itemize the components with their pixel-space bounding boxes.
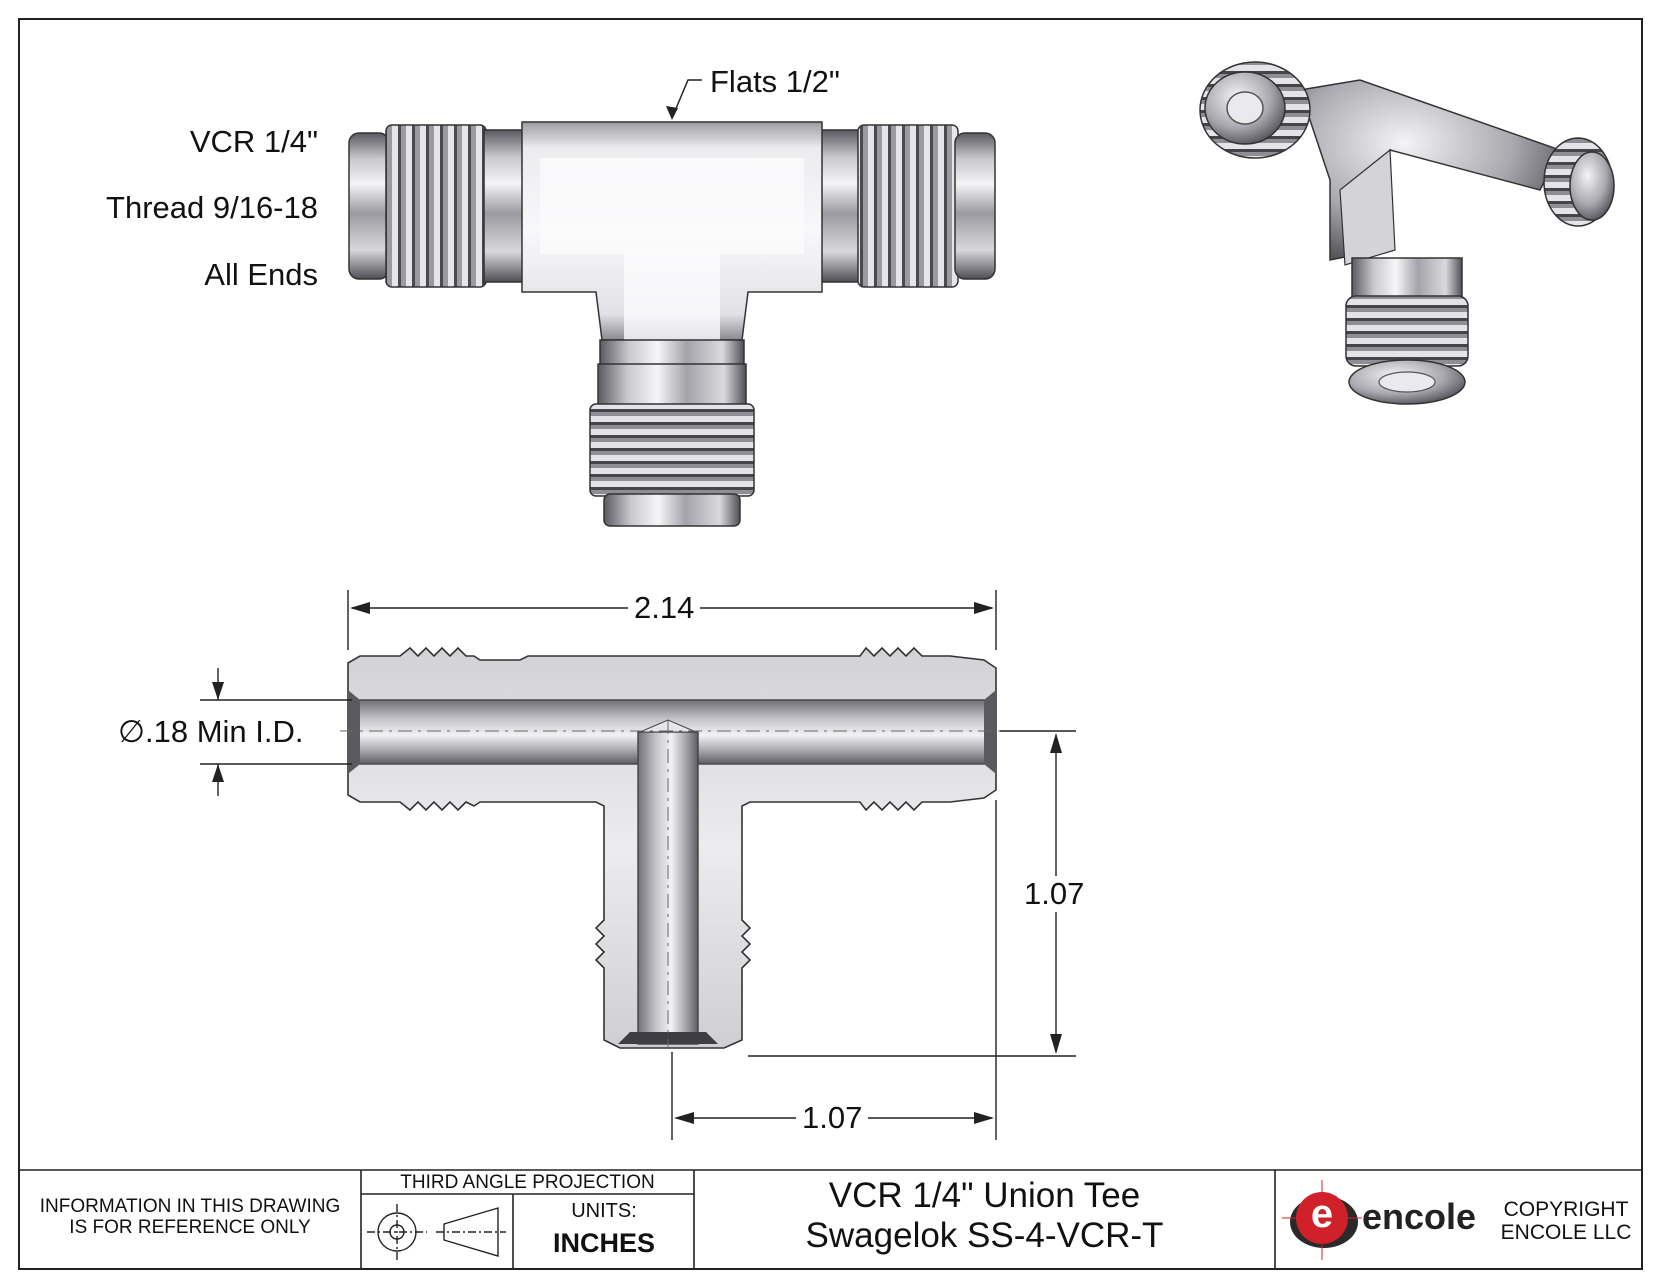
dim-text-min-id: ∅.18 Min I.D. (118, 714, 304, 750)
copyright-note: COPYRIGHT ENCOLE LLC (1498, 1198, 1634, 1244)
copyright-line1: COPYRIGHT (1503, 1198, 1629, 1221)
iso-left-bore (1226, 91, 1264, 125)
dim-min-id (200, 668, 352, 796)
right-counterbore (984, 690, 996, 774)
title-block (19, 1169, 1642, 1269)
arrowhead-right (974, 1112, 994, 1124)
left-gland-end (348, 132, 390, 280)
arrowhead-left (674, 1112, 694, 1124)
diameter-symbol: ∅ (118, 714, 146, 749)
iso-branch-collar (1351, 257, 1463, 299)
flats-leader (671, 79, 702, 119)
drawing-title: VCR 1/4" Union Tee Swagelok SS-4-VCR-T (694, 1176, 1275, 1256)
logo-letter: e (1310, 1192, 1334, 1236)
right-thread (857, 124, 959, 288)
third-angle-symbol (367, 1204, 506, 1260)
branch-thread (589, 403, 755, 497)
dim-text-height: 1.07 (1018, 876, 1091, 912)
top-view-tee (348, 121, 996, 527)
arrowhead-left (350, 602, 370, 614)
flats-callout: Flats 1/2" (710, 64, 840, 99)
arrowhead-down (1050, 1034, 1062, 1054)
dim-text-overall-length: 2.14 (628, 590, 701, 626)
vcr-size-callout: VCR 1/4" (189, 124, 318, 159)
arrowhead-top (212, 682, 224, 700)
drawing-title-line2: Swagelok SS-4-VCR-T (805, 1216, 1164, 1255)
encole-logo-mark (1282, 1180, 1362, 1260)
left-thread (385, 124, 487, 288)
all-ends-callout: All Ends (204, 257, 318, 292)
units-value: INCHES (552, 1228, 655, 1258)
iso-branch-thread (1345, 295, 1469, 367)
branch-flat-face (624, 250, 720, 350)
section-view (340, 646, 1068, 1049)
min-id-value: .18 Min I.D. (145, 714, 304, 749)
drawing-title-line1: VCR 1/4" Union Tee (828, 1176, 1141, 1215)
hex-flat-face (540, 158, 804, 254)
isometric-view (1199, 61, 1615, 405)
projection-cone (443, 1207, 499, 1257)
left-counterbore (348, 690, 360, 774)
reference-note-line1: INFORMATION IN THIS DRAWING (39, 1196, 341, 1217)
iso-right-end (1569, 151, 1615, 221)
thread-callout: Thread 9/16-18 (106, 190, 318, 225)
reference-note-line2: IS FOR REFERENCE ONLY (69, 1217, 311, 1238)
iso-hex-face (1339, 148, 1396, 266)
arrowhead-bottom (212, 764, 224, 782)
dim-half-length (671, 800, 997, 1140)
branch-neck (599, 339, 745, 367)
right-gland-end (954, 132, 996, 280)
sheet-border (18, 18, 1643, 1270)
dim-text-half-length: 1.07 (796, 1100, 869, 1136)
copyright-line2: ENCOLE LLC (1500, 1221, 1632, 1244)
branch-collar (597, 363, 747, 407)
right-neck (819, 129, 861, 283)
reference-note: INFORMATION IN THIS DRAWING IS FOR REFER… (22, 1196, 358, 1238)
arrowhead-up (1050, 733, 1062, 753)
units-label: UNITS: (571, 1200, 637, 1222)
logo-wordmark: encole (1362, 1196, 1477, 1237)
branch-gland-end (603, 493, 741, 527)
flats-arrowhead (666, 106, 678, 120)
left-neck (483, 129, 525, 283)
projection-label: THIRD ANGLE PROJECTION (400, 1172, 655, 1193)
iso-body (1299, 79, 1562, 261)
branch-counterbore (618, 1032, 718, 1044)
arrowhead-right (974, 602, 994, 614)
iso-branch-bore (1378, 371, 1436, 393)
